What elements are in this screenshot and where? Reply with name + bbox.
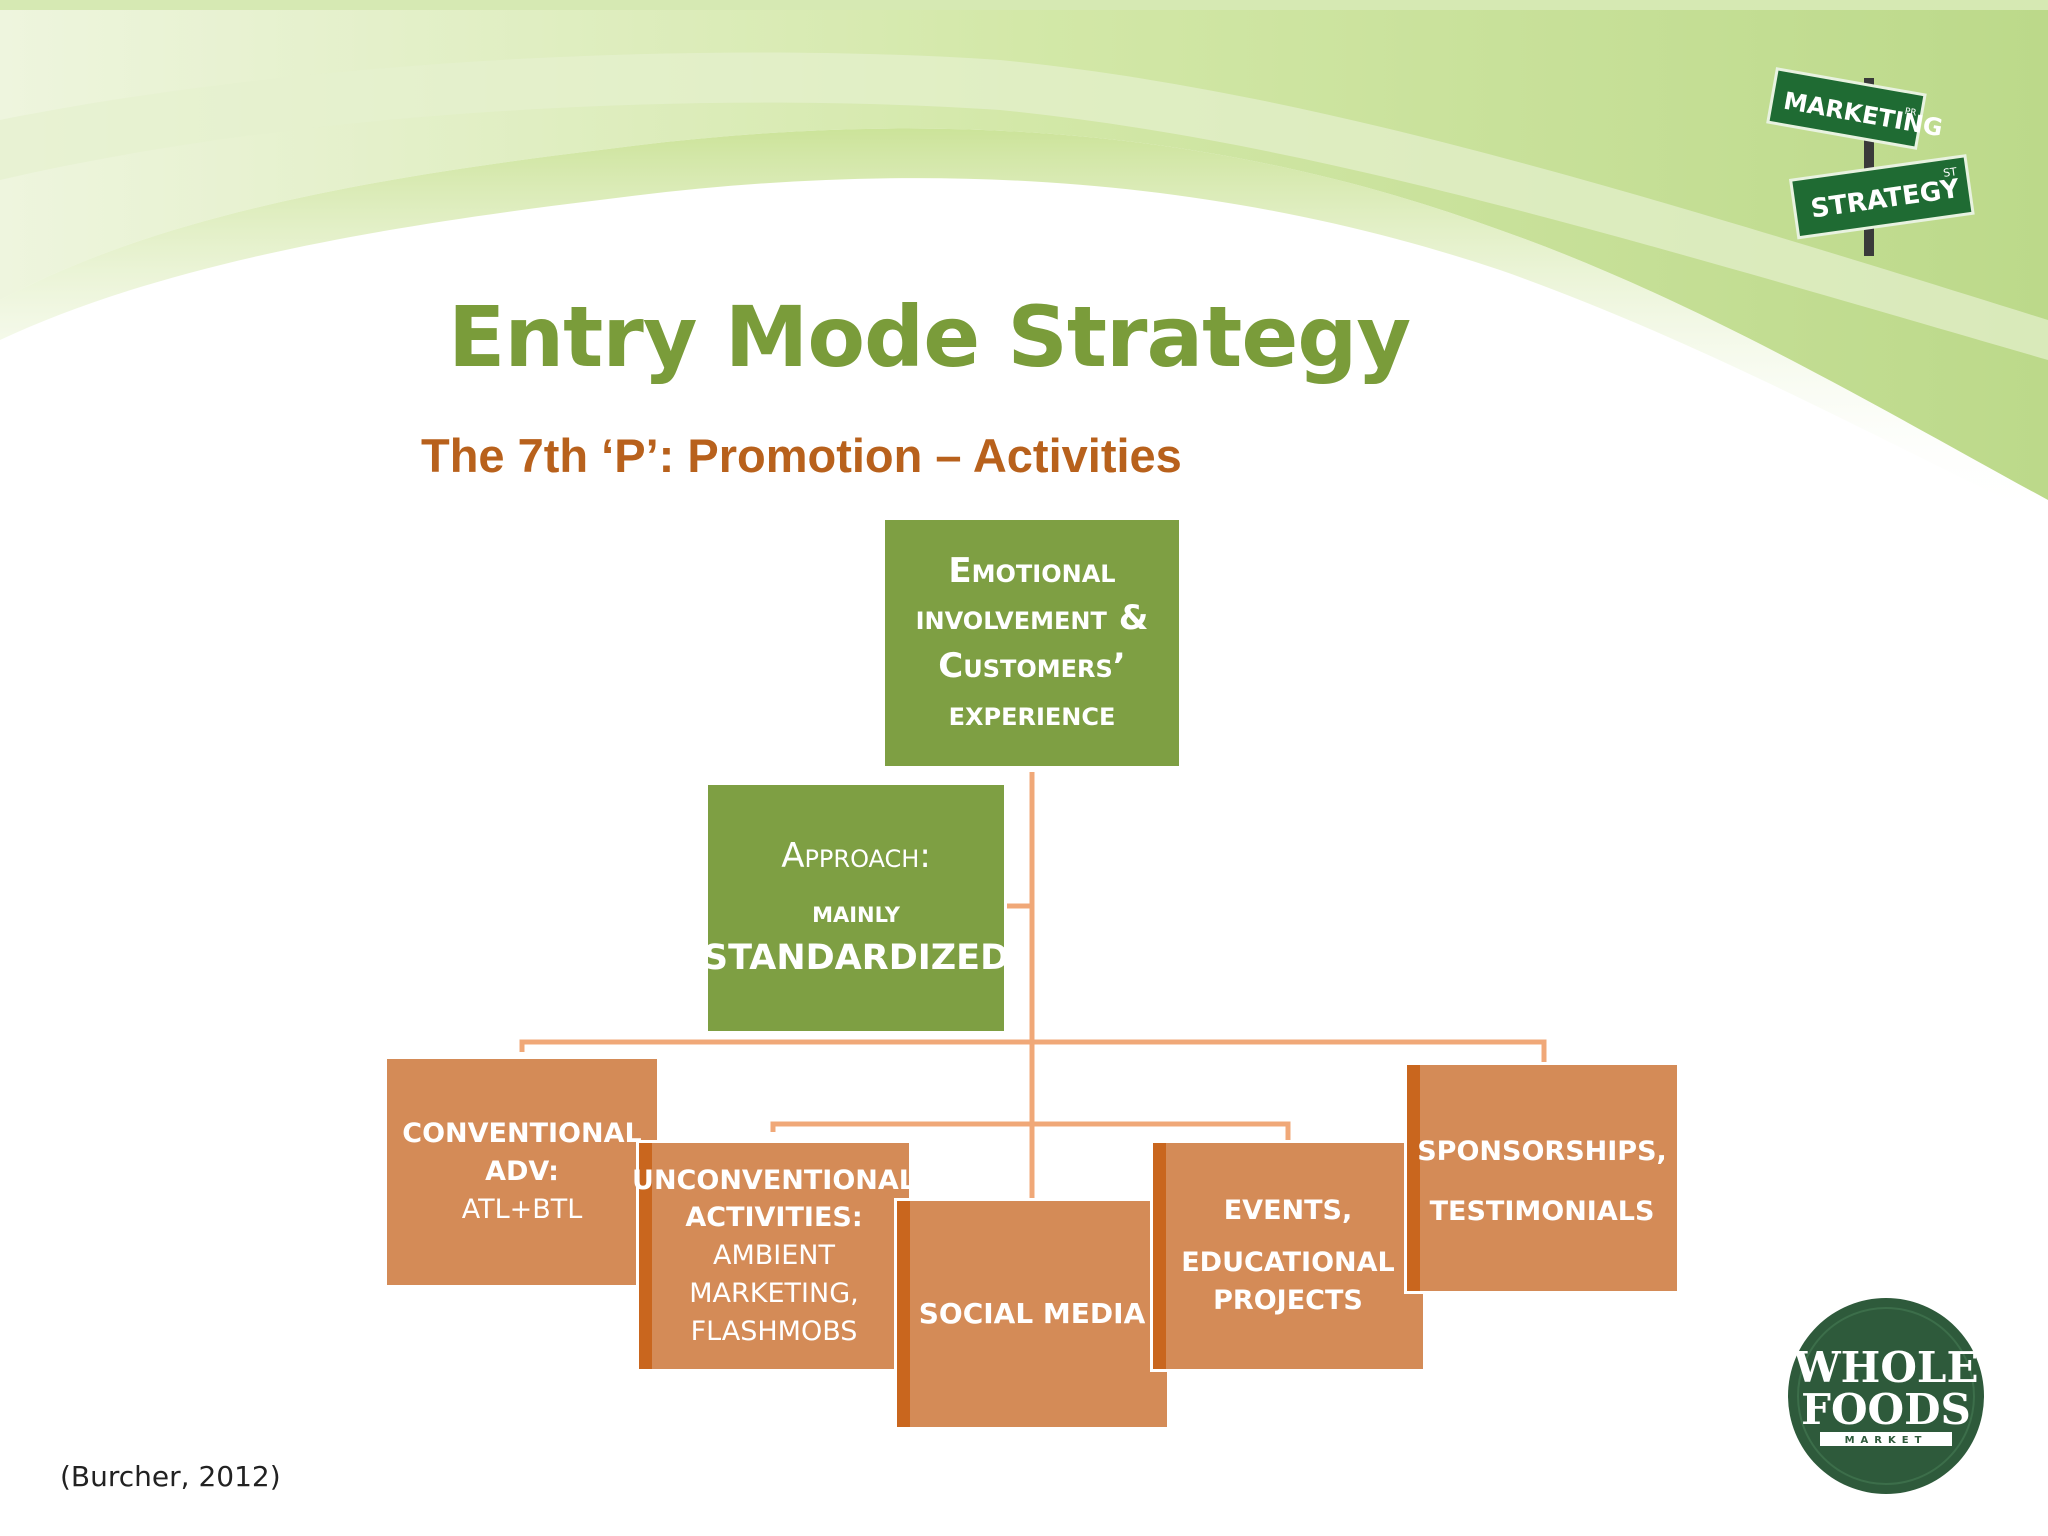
- box-text: involvement &: [915, 598, 1149, 639]
- box-accent: [897, 1201, 910, 1427]
- box-text: experience: [948, 693, 1116, 734]
- box-accent: [1407, 1065, 1420, 1291]
- emotional-involvement-box: Emotional involvement & Customers’ exper…: [882, 517, 1182, 769]
- box-text: SOCIAL MEDIA: [918, 1297, 1146, 1331]
- box-text: Approach:: [781, 835, 931, 876]
- box-text: AMBIENT: [712, 1240, 835, 1272]
- unconventional-activities-box: UNCONVENTIONAL ACTIVITIES: AMBIENT MARKE…: [632, 1140, 916, 1372]
- box-text: mainly: [812, 895, 900, 931]
- box-accent: [1153, 1143, 1166, 1369]
- box-text: EDUCATIONAL: [1181, 1247, 1395, 1279]
- box-text: ADV:: [485, 1156, 559, 1188]
- box-text: MARKETING,: [689, 1277, 859, 1309]
- box-text: TESTIMONIALS: [1429, 1195, 1655, 1227]
- box-text: UNCONVENTIONAL: [632, 1164, 916, 1196]
- connector-lines: [519, 772, 1547, 1200]
- sign-top-suffix: PR: [1904, 107, 1917, 119]
- conventional-adv-box: CONVENTIONAL ADV: ATL+BTL: [384, 1056, 660, 1288]
- sponsorships-box: SPONSORSHIPS, TESTIMONIALS: [1404, 1062, 1680, 1294]
- box-text: SPONSORSHIPS,: [1417, 1136, 1667, 1167]
- logo-line3: MARKET: [1845, 1435, 1928, 1446]
- box-accent: [639, 1143, 652, 1369]
- box-text: CONVENTIONAL: [402, 1118, 642, 1150]
- approach-box: Approach: mainly STANDARDIZED: [702, 782, 1010, 1034]
- box-text: ACTIVITIES:: [685, 1202, 863, 1234]
- box-text: PROJECTS: [1213, 1284, 1363, 1316]
- box-text: ATL+BTL: [461, 1193, 583, 1225]
- events-box: EVENTS, EDUCATIONAL PROJECTS: [1150, 1140, 1426, 1372]
- box-text: FLASHMOBS: [690, 1315, 858, 1347]
- logo-line1: WHOLE: [1793, 1343, 1979, 1392]
- sign-bottom-suffix: ST: [1942, 165, 1958, 180]
- slide-subtitle: The 7th ‘P’: Promotion – Activities: [421, 429, 1182, 482]
- box-text: Customers’: [938, 646, 1126, 686]
- box-text: Emotional: [948, 550, 1116, 591]
- slide-title: Entry Mode Strategy: [448, 288, 1411, 386]
- street-sign-icon: MARKETING PR STRATEGY ST: [1766, 67, 1975, 256]
- social-media-box: SOCIAL MEDIA: [894, 1198, 1170, 1430]
- box-text: EVENTS,: [1223, 1195, 1353, 1227]
- citation: (Burcher, 2012): [60, 1460, 281, 1493]
- box-text: STANDARDIZED: [702, 938, 1010, 979]
- logo-line2: FOODS: [1801, 1385, 1971, 1434]
- whole-foods-logo: WHOLE FOODS MARKET: [1788, 1298, 1984, 1494]
